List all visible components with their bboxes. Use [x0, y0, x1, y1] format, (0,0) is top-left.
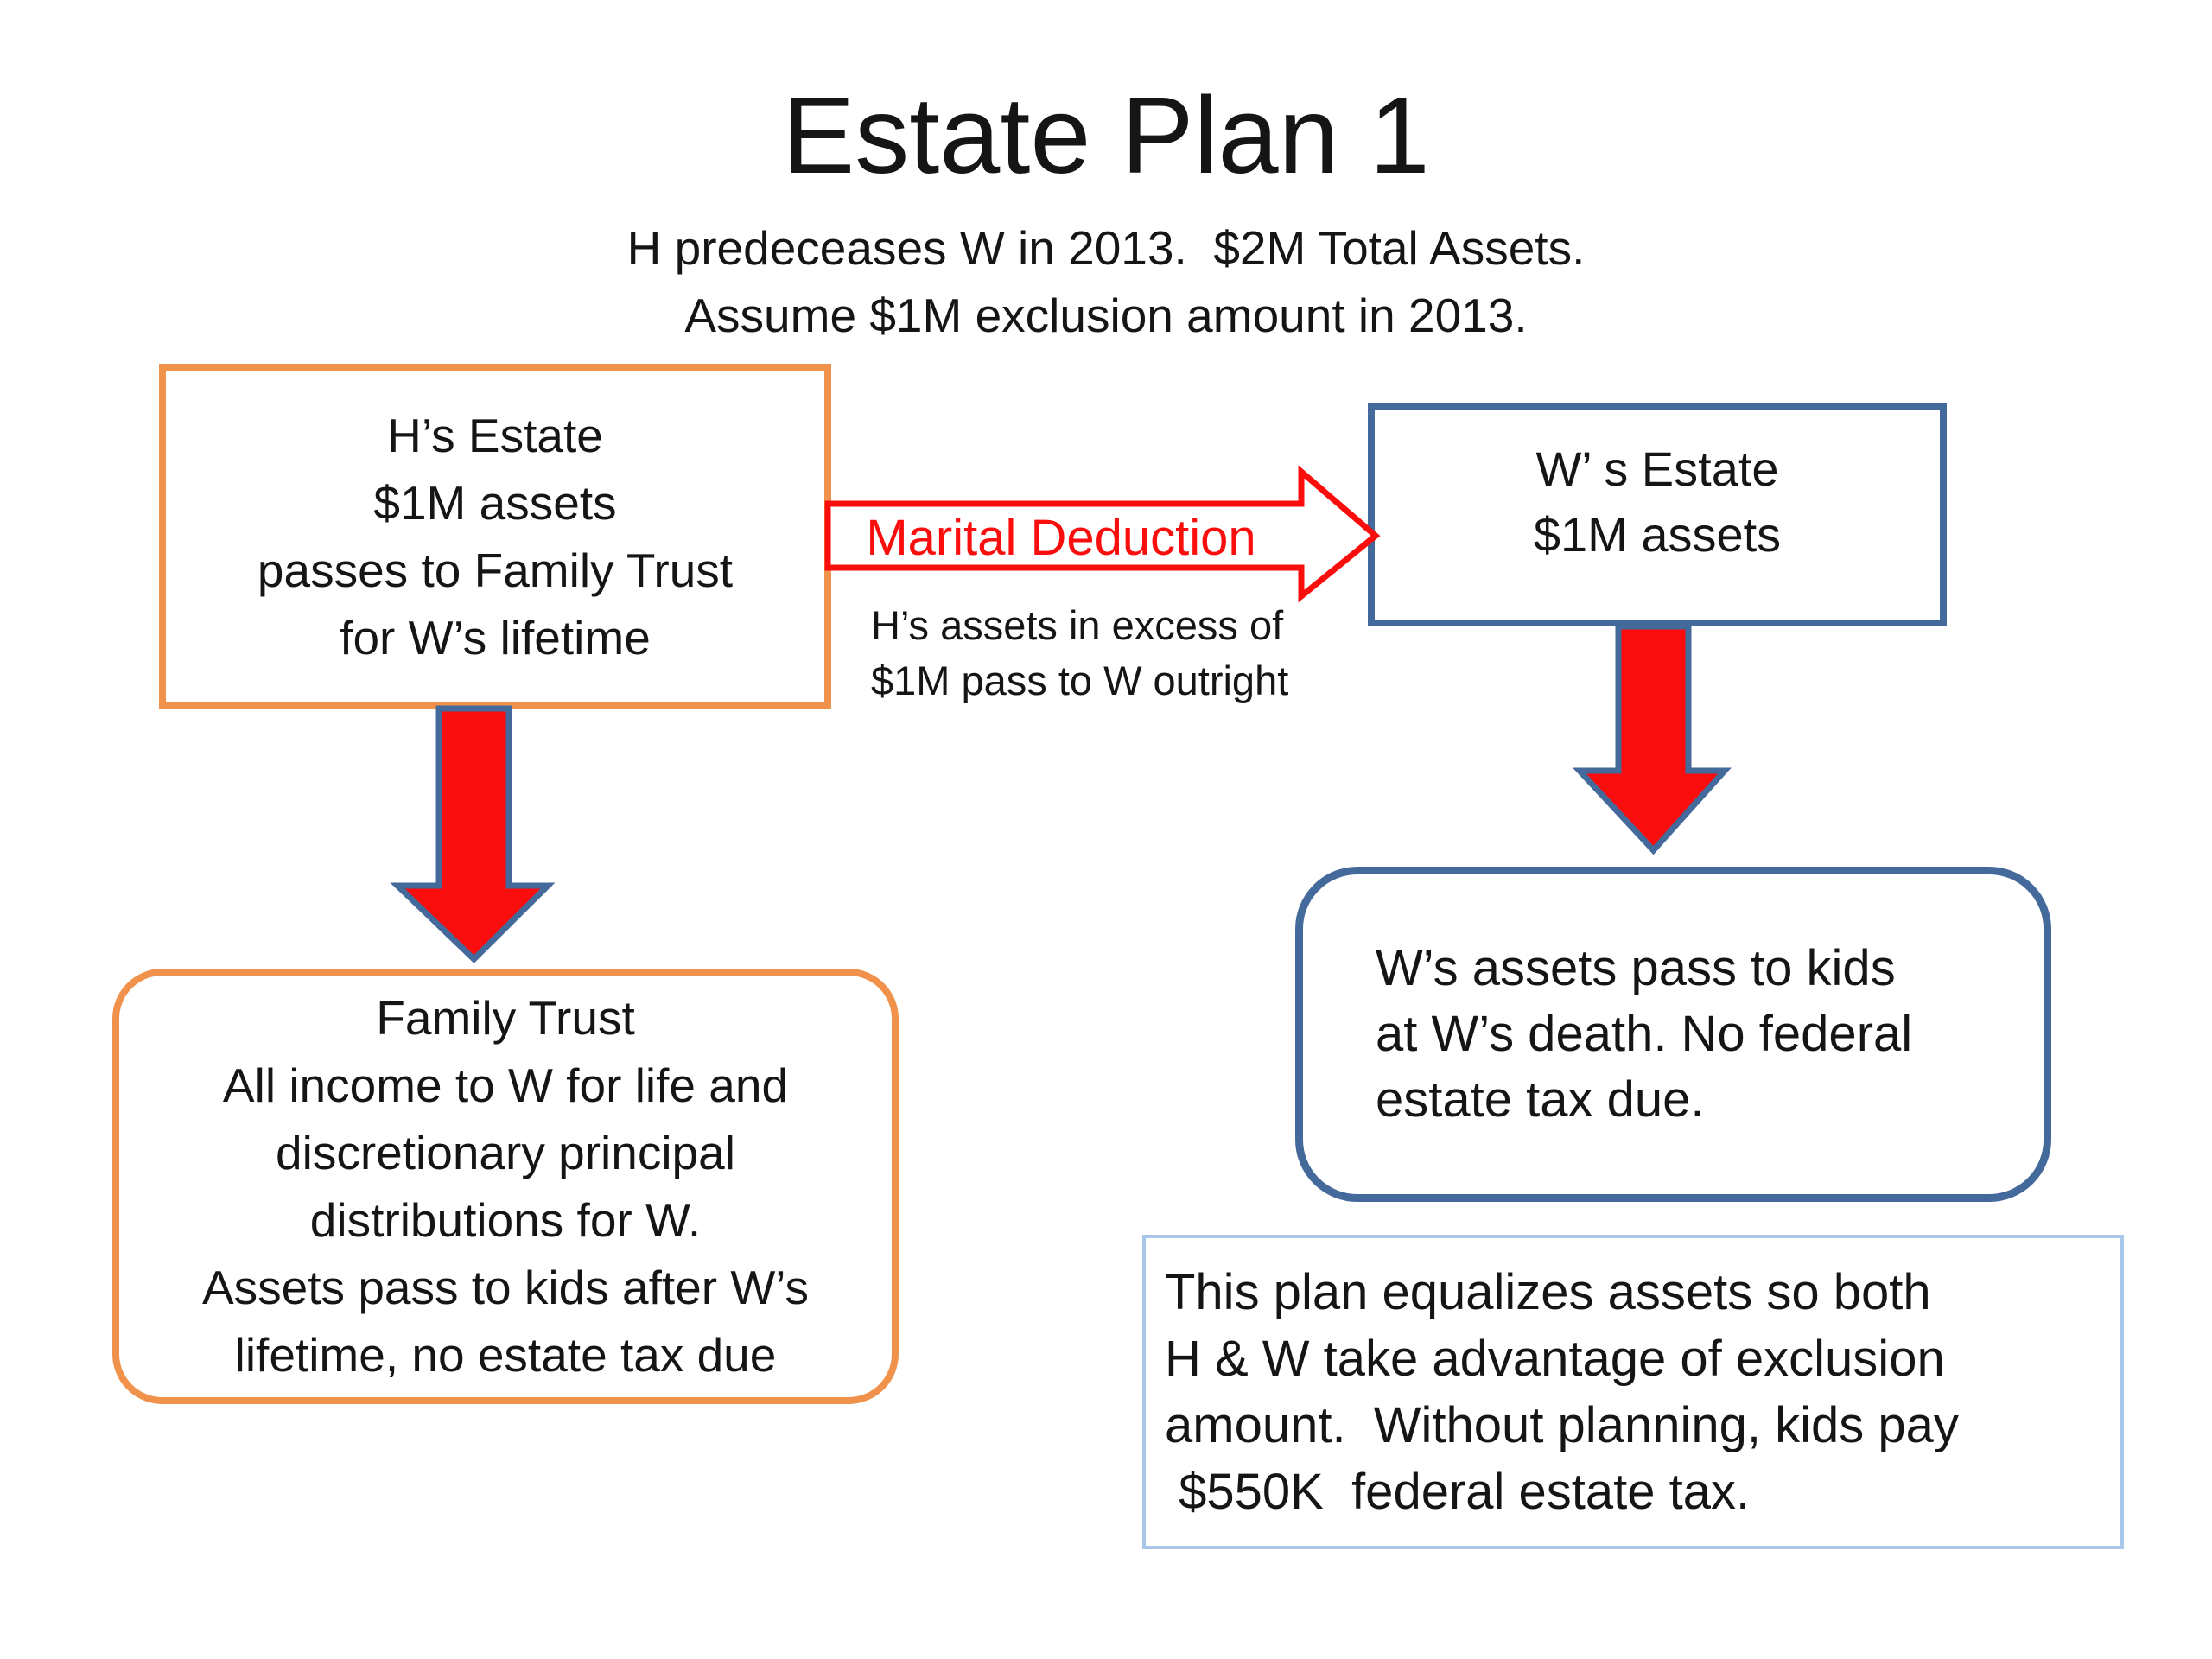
w-estate-text: W’ s Estate $1M assets [1533, 441, 1782, 562]
family-trust-text: Family Trust All income to W for life an… [201, 991, 809, 1382]
plan-note-box: This plan equalizes assets so both H & W… [1142, 1235, 2124, 1549]
family-trust-box: Family Trust All income to W for life an… [112, 969, 899, 1404]
w-estate-box: W’ s Estate $1M assets [1368, 403, 1947, 626]
marital-deduction-arrow-icon [824, 465, 1381, 603]
h-estate-box: H’s Estate $1M assets passes to Family T… [159, 364, 831, 709]
down-arrow-left-icon [390, 705, 556, 963]
page-title: Estate Plan 1 [782, 74, 1430, 196]
plan-note-text: This plan equalizes assets so both H & W… [1165, 1264, 1959, 1520]
h-estate-text: H’s Estate $1M assets passes to Family T… [257, 408, 734, 664]
down-arrow-right-icon [1572, 623, 1732, 855]
w-kids-box: W’s assets pass to kids at W’s death. No… [1295, 867, 2051, 1202]
marital-deduction-caption: H’s assets in excess of $1M pass to W ou… [871, 602, 1289, 703]
w-kids-text: W’s assets pass to kids at W’s death. No… [1376, 940, 1913, 1128]
marital-deduction-label: Marital Deduction [866, 510, 1256, 566]
slide-subtitle: H predeceases W in 2013. $2M Total Asset… [626, 221, 1586, 342]
